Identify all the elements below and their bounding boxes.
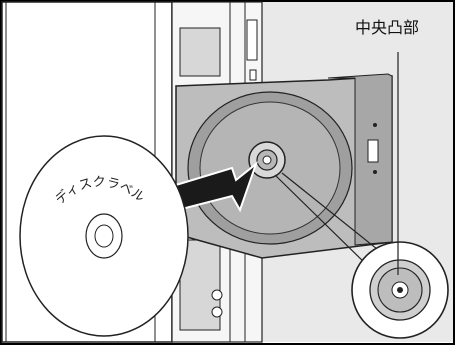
disc: ディスクラベル xyxy=(20,136,188,336)
drive-tray xyxy=(176,74,392,258)
spindle-hub xyxy=(249,142,285,178)
hub-zoom xyxy=(352,242,448,338)
callout-label: 中央凸部 xyxy=(355,14,419,38)
